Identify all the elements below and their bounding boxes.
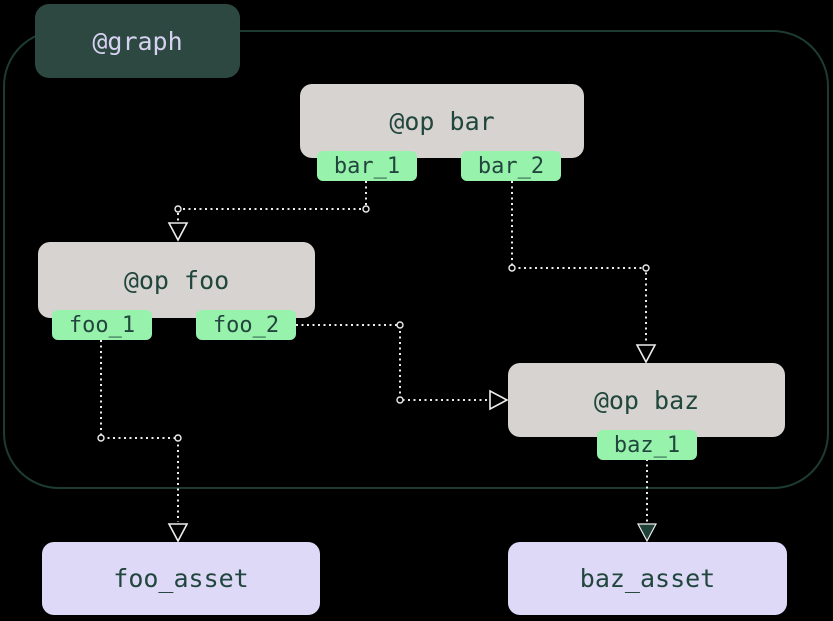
op-node-foo: @op foo: [38, 242, 315, 318]
edge-foo1-to-foo-asset: [97, 340, 189, 543]
bend-dot: [396, 321, 404, 329]
output-tag-bar-1-label: bar_1: [333, 153, 401, 179]
output-tag-foo-1: foo_1: [52, 310, 152, 340]
bend-dot: [362, 205, 370, 213]
op-node-bar: @op bar: [300, 84, 584, 158]
output-tag-baz-1-label: baz_1: [613, 432, 681, 458]
bend-dot: [174, 434, 182, 442]
asset-node-baz-asset: baz_asset: [508, 542, 787, 615]
bend-dot: [174, 205, 182, 213]
edge-foo2-to-baz: [296, 321, 509, 411]
op-foo-label: @op foo: [123, 265, 230, 295]
bend-dot: [508, 264, 516, 272]
graph-boundary: [3, 30, 829, 489]
output-tag-bar-2: bar_2: [461, 151, 561, 181]
bend-dot: [97, 434, 105, 442]
asset-baz-label: baz_asset: [579, 564, 716, 593]
edge-baz1-to-baz-asset: [637, 459, 657, 543]
output-tag-bar-1: bar_1: [317, 151, 417, 181]
edge-bar1-to-foo: [167, 181, 370, 242]
arrowhead-hollow-icon: [167, 523, 189, 543]
bend-dot: [396, 396, 404, 404]
output-tag-foo-1-label: foo_1: [68, 312, 136, 338]
output-tag-foo-2-label: foo_2: [212, 312, 280, 338]
op-node-baz: @op baz: [508, 363, 785, 437]
graph-decorator-badge: @graph: [35, 4, 240, 78]
output-tag-bar-2-label: bar_2: [477, 153, 545, 179]
arrowhead-hollow-icon: [167, 222, 189, 242]
asset-node-foo-asset: foo_asset: [42, 542, 320, 615]
op-bar-label: @op bar: [389, 106, 495, 136]
edge-bar2-to-baz: [508, 181, 657, 364]
op-baz-label: @op baz: [593, 385, 700, 415]
output-tag-baz-1: baz_1: [597, 430, 697, 460]
arrowhead-hollow-icon: [635, 344, 657, 364]
output-tag-foo-2: foo_2: [196, 310, 296, 340]
bend-dot: [642, 264, 650, 272]
asset-foo-label: foo_asset: [113, 564, 249, 593]
arrowhead-hollow-icon: [489, 389, 509, 411]
arrowhead-filled-icon: [637, 523, 657, 543]
graph-badge-label: @graph: [92, 26, 183, 56]
